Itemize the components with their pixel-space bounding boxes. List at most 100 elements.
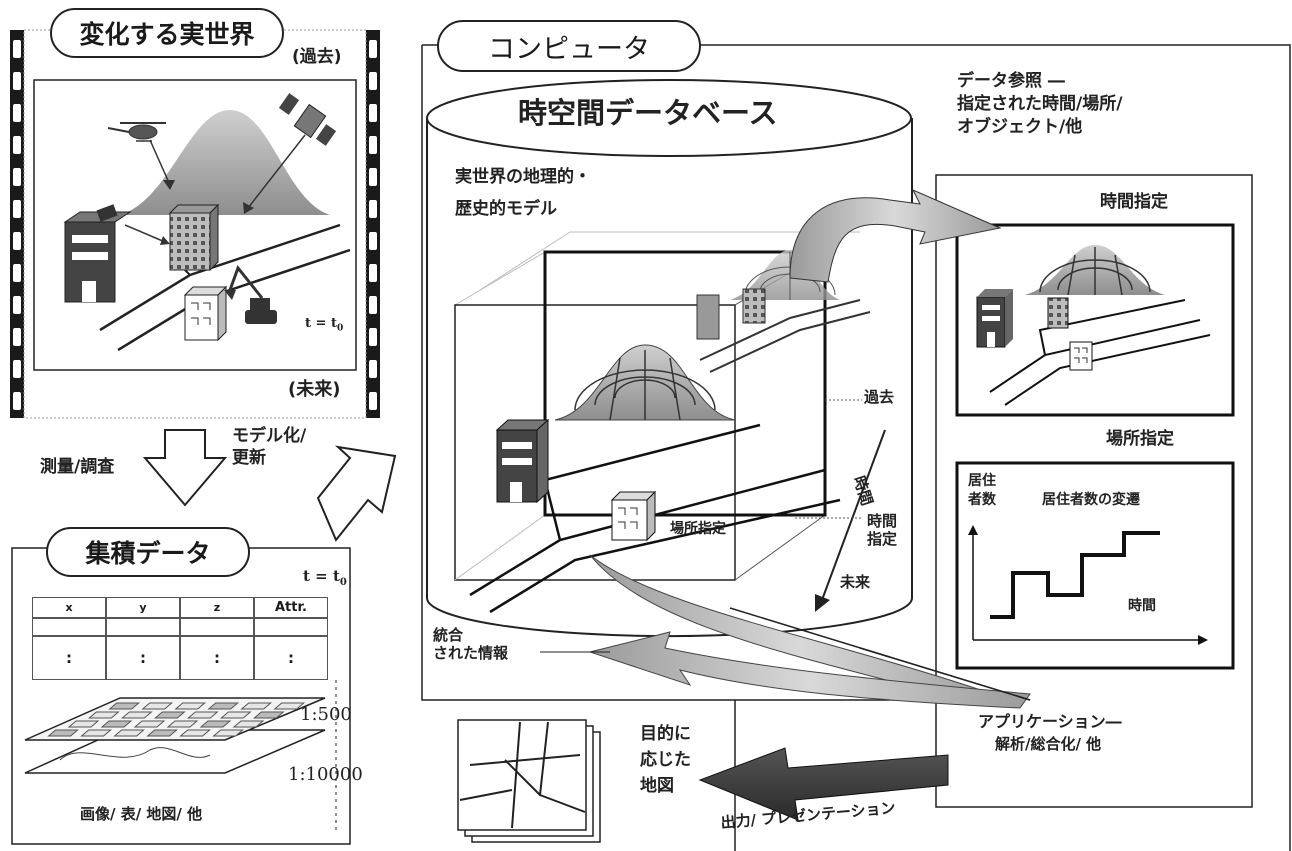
survey-label: 測量/調査	[40, 457, 115, 477]
film-time-label: t = t0	[305, 316, 344, 334]
map-label-1: 目的に	[640, 724, 691, 744]
table-cell-ellipsis: :	[32, 636, 106, 680]
map-block	[141, 702, 174, 710]
film-sprocket-hole	[369, 296, 377, 314]
map-block	[100, 720, 133, 728]
film-left-edge	[10, 30, 24, 418]
film-sprocket-hole	[369, 40, 377, 58]
time-spec-map	[976, 245, 1211, 406]
map-block	[146, 729, 178, 737]
film-hill	[120, 110, 330, 215]
table-cell-ellipsis: :	[106, 636, 180, 680]
map-layers	[24, 697, 326, 774]
map-block	[273, 702, 306, 710]
residents-label-2: 者数	[968, 492, 996, 508]
scale-1-label: 1:500	[300, 704, 352, 725]
time-spec-title: 時間指定	[1100, 192, 1168, 212]
film-sprocket-hole	[369, 104, 377, 122]
table-cell-empty	[254, 618, 328, 636]
modeling-label-1: モデル化/	[232, 426, 307, 446]
film-sprocket-hole	[369, 168, 377, 186]
cube-place-spec-label: 場所指定	[670, 521, 726, 537]
table-header-x: x	[32, 597, 106, 618]
map-block	[252, 711, 285, 719]
computer-title: コンピュータ	[437, 20, 701, 72]
dark-building-icon	[63, 211, 132, 303]
time-axis-arrowhead	[815, 594, 830, 612]
map-block	[232, 720, 265, 728]
residents-label-1: 居住	[968, 473, 996, 489]
film-sprocket-hole	[13, 200, 21, 218]
helicopter-icon	[107, 122, 166, 142]
accumulated-time-label: t = t0	[303, 567, 347, 588]
map-block	[174, 702, 207, 710]
film-sprocket-hole	[13, 392, 21, 410]
map-block	[153, 711, 186, 719]
reference-label-1: データ参照 ―	[957, 71, 1065, 91]
map-block	[67, 720, 100, 728]
film-sprocket-hole	[13, 328, 21, 346]
output-map-stack	[457, 719, 601, 843]
film-strip	[10, 29, 380, 419]
map-block	[219, 711, 252, 719]
film-sprocket-hole	[13, 104, 21, 122]
table-cell-ellipsis: :	[180, 636, 254, 680]
accumulated-title: 集積データ	[46, 527, 250, 577]
film-sprocket-hole	[369, 136, 377, 154]
map-block	[207, 702, 240, 710]
camera-icon	[96, 204, 118, 222]
film-right-edge	[366, 30, 380, 418]
map-block	[212, 729, 244, 737]
future-label: 未来	[840, 573, 871, 591]
map-block	[113, 729, 145, 737]
film-sprocket-hole	[369, 200, 377, 218]
map-block	[87, 711, 120, 719]
modeling-label-2: 更新	[232, 448, 266, 468]
scale-2-label: 1:10000	[288, 764, 363, 785]
integrated-label-1: 統合	[433, 626, 464, 644]
past-label: 過去	[864, 388, 895, 406]
accumulated-time-text: t = t	[303, 567, 340, 585]
film-sprocket-hole	[13, 72, 21, 90]
integrated-label-2: された情報	[433, 644, 509, 662]
film-sprocket-hole	[369, 232, 377, 250]
table-cell-empty	[32, 618, 106, 636]
map-block	[186, 711, 219, 719]
film-sprocket-hole	[13, 264, 21, 282]
small-building-icon	[183, 285, 228, 342]
residents-step-line	[990, 531, 1160, 619]
film-sprocket-hole	[13, 40, 21, 58]
table-cell-ellipsis: :	[254, 636, 328, 680]
place-spec-box	[955, 461, 1235, 670]
film-sprocket-hole	[369, 72, 377, 90]
map-block	[80, 729, 112, 737]
map-block	[133, 720, 166, 728]
reference-label-2: 指定された時間/場所/	[957, 94, 1123, 114]
film-sprocket-hole	[13, 136, 21, 154]
map-block	[240, 702, 273, 710]
application-label-2: 解析/総合化/ 他	[995, 735, 1102, 753]
model-label-1: 実世界の地理的・	[455, 167, 591, 187]
map-block	[199, 720, 232, 728]
film-sprocket-hole	[369, 360, 377, 378]
film-past-label: (過去)	[292, 47, 342, 67]
satellite-icon	[278, 93, 337, 146]
accumulated-caption: 画像/ 表/ 地図/ 他	[80, 805, 203, 823]
film-sprocket-hole	[369, 392, 377, 410]
table-header-y: y	[106, 597, 180, 618]
map-block	[120, 711, 153, 719]
residents-chart	[968, 525, 1208, 645]
film-time-text: t = t	[305, 316, 337, 331]
film-sprocket-hole	[13, 360, 21, 378]
application-label-1: アプリケーション―	[978, 712, 1122, 731]
office-building-icon	[168, 203, 220, 272]
reference-swoosh-arrow	[789, 188, 1002, 283]
map-label-3: 地図	[640, 776, 674, 796]
modeling-arrow	[316, 445, 397, 542]
table-header-z: z	[180, 597, 254, 618]
map-label-2: 応じた	[640, 750, 691, 770]
time-spec-label-2: 指定	[867, 530, 898, 548]
place-spec-title: 場所指定	[1106, 429, 1174, 449]
film-sprocket-hole	[13, 168, 21, 186]
